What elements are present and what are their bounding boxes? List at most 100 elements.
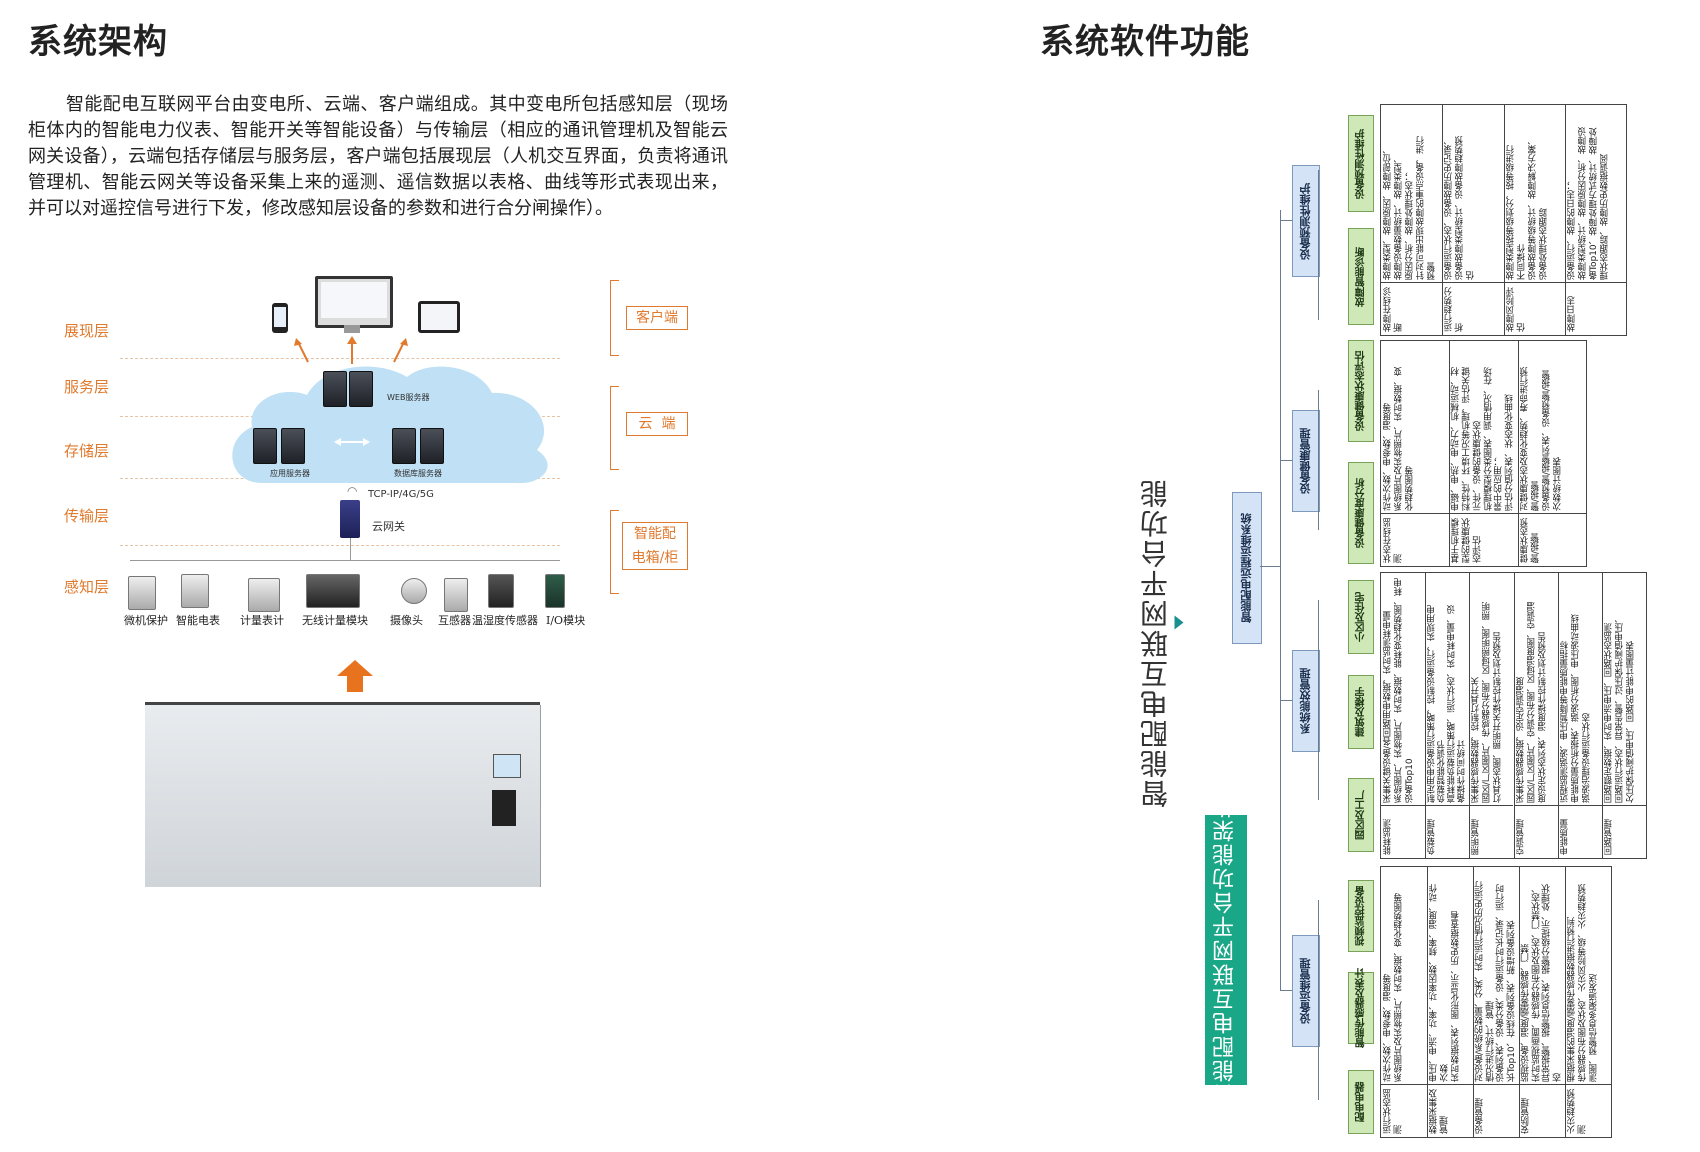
detail-key: 故障日志 bbox=[1566, 296, 1577, 332]
detail-value-line: 设备运行、故障的日志； bbox=[1566, 181, 1577, 280]
sub-label-predictive-1: 设备预测性维护 bbox=[1355, 128, 1367, 199]
db-server-icon-2 bbox=[420, 428, 444, 464]
upload-arrows bbox=[294, 336, 408, 364]
detail-value-line: 高耗能负载运行策略、运行状态、实时耗电量、设 bbox=[1447, 605, 1458, 803]
detail-value-line: 系统图片及实物照片、实时数据、变化趋势图等 bbox=[1394, 893, 1404, 1082]
detail-value-line: 负载智能化调节 bbox=[1437, 740, 1448, 803]
branch-connector-2 bbox=[1280, 460, 1292, 461]
detail-key-divider bbox=[1564, 282, 1626, 283]
function-main-title: 智能配电互联网平台功能 bbox=[1139, 478, 1172, 808]
branch-connector-1 bbox=[1280, 220, 1292, 221]
architecture-paragraph: 智能配电互联网平台由变电所、云端、客户端组成。其中变电所包括感知层（现场柜体内的… bbox=[28, 94, 728, 219]
detail-value-line: 化趋势图等 bbox=[1405, 466, 1415, 511]
detail-key: 能耗监测 bbox=[1383, 819, 1393, 855]
web-server-label: WEB服务器 bbox=[387, 393, 430, 402]
branch-label-energy: 系统能效管理 bbox=[1299, 668, 1312, 734]
detail-key: 火灾趋势预测 bbox=[1567, 1089, 1588, 1134]
branch-node-ops: 设备运维管理 bbox=[1292, 935, 1320, 1047]
detail-table-energy: 能耗监测采集关键设备/各回路用电数据，实时监测耗电量系统图片、实物图片、实时数据… bbox=[1380, 572, 1647, 859]
cabinet-panel-2 bbox=[191, 705, 238, 887]
tag-box-line2: 电箱/柜 bbox=[631, 550, 679, 566]
up-arrow-icon bbox=[337, 660, 373, 692]
detail-value-line: 态 bbox=[1552, 1073, 1563, 1082]
detail-value-line: 传感器分布图及状态、火灾风险等级、火灾趋势预 bbox=[1578, 884, 1588, 1082]
device-label-8: I/O模块 bbox=[546, 614, 586, 627]
sub-label-energy-3: 园区及工厂 bbox=[1355, 790, 1367, 840]
detail-value-line: 系统图片、实物图片、实时数据、能耗变化趋势图、耗电 bbox=[1394, 578, 1404, 803]
layer-label-presentation: 展现层 bbox=[64, 322, 110, 340]
detail-key: 空调管理 bbox=[1515, 819, 1526, 855]
detail-value-line: 园区/厂区图片、空调分布图、区域温度图、空调温 bbox=[1526, 601, 1537, 803]
web-server-icon-2 bbox=[349, 371, 373, 407]
detail-key-divider bbox=[1427, 1084, 1473, 1085]
detail-value-line: 机理模型分类图表、调用情况、在场 bbox=[1483, 367, 1494, 511]
branch-connector-3 bbox=[1280, 700, 1292, 701]
device-label-1: 微机保护 bbox=[124, 614, 168, 627]
transformer-icon bbox=[444, 578, 468, 612]
detail-value-line: 元件、设备的健康状态 bbox=[1472, 421, 1483, 511]
detail-value-line: 园区/厂区图片、传感器分布图、区域照明图、照明 bbox=[1482, 601, 1493, 803]
detail-separator bbox=[1503, 105, 1505, 335]
detail-value-line: 回路额定数据、实时电流电压、回路状态监测 bbox=[1603, 623, 1614, 803]
detail-table-health: 状态在线监测动作次数、电参数、温度等系统图片及实物照片、实时数据、变化趋势图等基… bbox=[1380, 340, 1587, 567]
detail-key-divider bbox=[1601, 805, 1646, 806]
detail-key-divider bbox=[1503, 282, 1565, 283]
branch-label-predictive: 设备预测性维护 bbox=[1299, 182, 1312, 260]
detail-value-line: 故障类型、故障原因、故障部位、 bbox=[1383, 145, 1393, 280]
page-title-software: 系统软件功能 bbox=[1040, 22, 1250, 62]
detail-key-divider bbox=[1442, 282, 1504, 283]
sub-node-energy-3: 园区及工厂 bbox=[1348, 778, 1374, 852]
device-label-7: 温湿度传感器 bbox=[472, 614, 538, 627]
cabinet-panel-3 bbox=[237, 705, 284, 887]
device-bus-line bbox=[130, 560, 560, 561]
layer-label-perception: 感知层 bbox=[64, 578, 110, 596]
tablet-icon bbox=[418, 301, 460, 333]
sub-spine-3 bbox=[1318, 600, 1319, 800]
detail-value-line: 灯具状态图、照明开关操作控制计划及预告 bbox=[1493, 632, 1504, 803]
cabinet-panel-4 bbox=[283, 705, 346, 887]
app-server-icon-2 bbox=[281, 428, 305, 464]
branch-label-ops: 设备运维管理 bbox=[1299, 958, 1312, 1024]
detail-value-line: 设备预警/报警列表、设备预警/报警 bbox=[1541, 369, 1552, 511]
detail-key-divider bbox=[1519, 1084, 1565, 1085]
function-banner-text: 智能配电互联网平台功能架构 bbox=[1213, 794, 1238, 1106]
detail-value-line: 采集传感器数据，控制灯具开关 bbox=[1471, 677, 1482, 803]
detail-value-line: 欠压保护阈值电压、回路的电能计量图表 bbox=[1625, 641, 1636, 803]
sub-node-health-2: 设备健康度分析 bbox=[1348, 462, 1374, 564]
detail-value-line: 理状态跟踪、故障历史数据调阅 bbox=[1599, 154, 1610, 280]
detail-key: 设备管理 bbox=[1475, 1098, 1485, 1134]
detail-value-line: 回路运行状态、异常告警、过压保护阈值电压、 bbox=[1614, 614, 1625, 803]
detail-key: 电能质量 bbox=[1559, 819, 1570, 855]
detail-key: 基于机理模型的健康状态评估 bbox=[1451, 518, 1484, 563]
detail-value-line: 设备Top10 bbox=[1405, 758, 1415, 803]
device-label-2: 智能电表 bbox=[176, 614, 220, 627]
function-banner: 智能配电互联网平台功能架构 bbox=[1205, 794, 1247, 1106]
detail-separator bbox=[1517, 341, 1519, 566]
branch-node-health: 设备健康管理 bbox=[1292, 410, 1320, 512]
detail-value-line: 原因分析、故障处理状态； bbox=[1405, 172, 1415, 280]
web-server-icon-1 bbox=[323, 371, 347, 407]
sub-node-predictive-2: 故障智能诊断 bbox=[1348, 228, 1374, 325]
wireless-module-icon bbox=[306, 574, 360, 608]
sub-node-ops-1: 视频监控设备 bbox=[1348, 880, 1374, 952]
app-server-label: 应用服务器 bbox=[270, 469, 310, 478]
detail-separator bbox=[1564, 105, 1566, 335]
detail-value-line: 设备故障类型统计、设备故障趋势预 bbox=[1455, 136, 1466, 280]
cabinet-display bbox=[493, 754, 521, 778]
branch-connector-4 bbox=[1280, 990, 1292, 991]
detail-separator bbox=[1519, 867, 1520, 1137]
sub-node-ops-2: 智能传感器及表计 bbox=[1348, 968, 1374, 1048]
detail-value-line: 次数 bbox=[1440, 1064, 1450, 1082]
sub-label-health-2: 设备健康度分析 bbox=[1355, 478, 1367, 548]
io-module-icon bbox=[545, 574, 565, 608]
bracket-box bbox=[610, 510, 619, 594]
tag-box: 智能配 电箱/柜 bbox=[622, 522, 688, 570]
cabinet-breaker bbox=[492, 790, 516, 826]
detail-value-line: 警/报警 bbox=[1530, 480, 1541, 511]
gateway-label: 云网关 bbox=[372, 520, 405, 533]
tag-cloud: 云 端 bbox=[626, 412, 688, 436]
detail-separator bbox=[1601, 573, 1603, 858]
separator-1 bbox=[120, 358, 560, 359]
detail-value-line: 备操作时间统计 bbox=[1457, 740, 1468, 803]
detail-key: 运行趋势分析 bbox=[1444, 287, 1466, 332]
